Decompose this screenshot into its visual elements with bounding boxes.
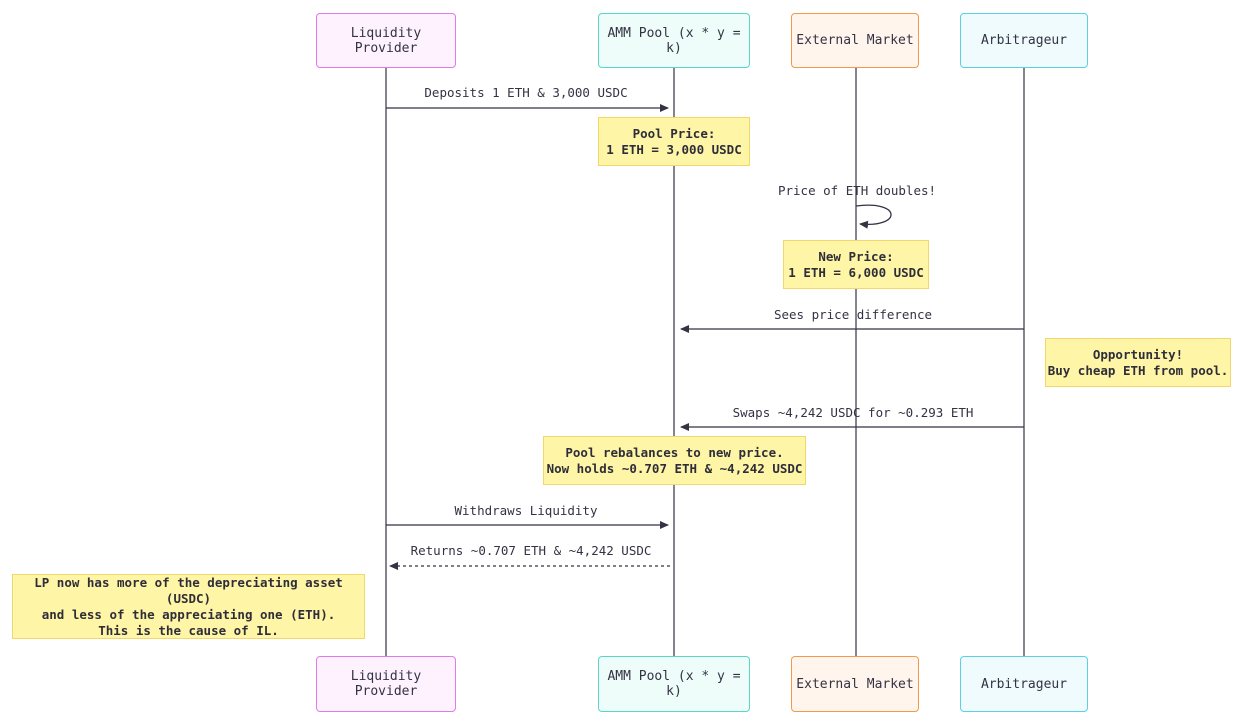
actor-label: Liquidity Provider: [350, 25, 422, 56]
actor-amm-pool-bottom: AMM Pool (x * y = k): [598, 656, 750, 712]
note-line: 1 ETH = 6,000 USDC: [788, 264, 924, 280]
actor-amm-pool-top: AMM Pool (x * y = k): [598, 13, 750, 68]
note-line: This is the cause of IL.: [98, 622, 279, 638]
note-line: Now holds ~0.707 ETH & ~4,242 USDC: [546, 460, 803, 476]
note-impermanent-loss: LP now has more of the depreciating asse…: [12, 574, 365, 639]
actor-label: External Market: [796, 33, 914, 48]
note-line: LP now has more of the depreciating asse…: [34, 574, 343, 606]
message-withdraw: Withdraws Liquidity: [454, 503, 598, 518]
actor-label: External Market: [796, 676, 914, 692]
actor-label: AMM Pool (x * y = k): [607, 25, 741, 56]
note-new-price: New Price: 1 ETH = 6,000 USDC: [783, 240, 929, 289]
message-deposit: Deposits 1 ETH & 3,000 USDC: [424, 85, 628, 100]
actor-liquidity-provider-bottom: Liquidity Provider: [316, 656, 456, 712]
message-returns: Returns ~0.707 ETH & ~4,242 USDC: [410, 543, 652, 558]
actor-external-market-bottom: External Market: [791, 656, 919, 712]
note-line: Buy cheap ETH from pool.: [1047, 362, 1229, 378]
actor-label: Liquidity Provider: [350, 669, 422, 699]
message-sees-difference: Sees price difference: [773, 307, 933, 322]
note-opportunity: Opportunity! Buy cheap ETH from pool.: [1045, 338, 1231, 387]
actor-external-market-top: External Market: [791, 13, 919, 68]
message-swap: Swaps ~4,242 USDC for ~0.293 ETH: [732, 405, 974, 420]
note-line: and less of the appreciating one (ETH).: [41, 606, 336, 622]
actor-arbitrageur-top: Arbitrageur: [960, 13, 1088, 68]
message-price-doubles: Price of ETH doubles!: [777, 183, 937, 198]
note-rebalance: Pool rebalances to new price. Now holds …: [543, 436, 806, 485]
note-line: Pool rebalances to new price.: [565, 444, 784, 460]
arrow-price-doubles: [855, 204, 892, 229]
actor-label: Arbitrageur: [980, 33, 1068, 48]
note-line: Opportunity!: [1092, 346, 1184, 362]
actor-arbitrageur-bottom: Arbitrageur: [960, 656, 1088, 712]
note-pool-price: Pool Price: 1 ETH = 3,000 USDC: [598, 117, 750, 166]
note-line: Pool Price:: [632, 125, 716, 141]
actor-liquidity-provider-top: Liquidity Provider: [316, 13, 456, 68]
actor-label: AMM Pool (x * y = k): [607, 669, 741, 699]
note-line: 1 ETH = 3,000 USDC: [606, 141, 742, 157]
actor-label: Arbitrageur: [980, 676, 1068, 692]
note-line: New Price:: [818, 248, 894, 264]
